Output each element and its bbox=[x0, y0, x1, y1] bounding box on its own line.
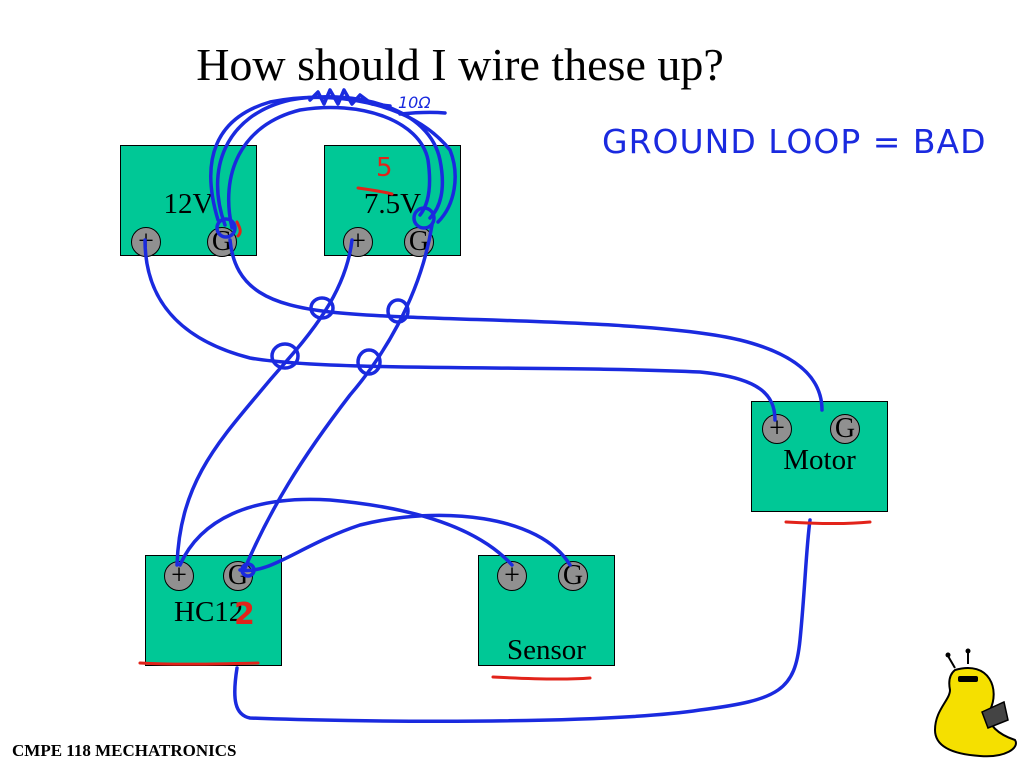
red-two-mark: 2 bbox=[234, 597, 255, 632]
wire-cross-loop-2 bbox=[356, 348, 382, 376]
motor-label: Motor bbox=[783, 444, 856, 476]
motor-ground-terminal: G bbox=[830, 414, 860, 444]
wire-cross-loop-3 bbox=[309, 296, 335, 320]
wire-12v-plus-to-motor-plus bbox=[143, 238, 777, 422]
sensor-label: Sensor bbox=[507, 634, 586, 666]
wire-12v-ground-to-motor-ground bbox=[228, 238, 824, 412]
ground-loop-note: GROUND LOOP = BAD bbox=[602, 122, 987, 161]
wire-loop-12v-g bbox=[215, 217, 237, 239]
red-mark-12v bbox=[235, 220, 242, 238]
wire-loop-hc12-g bbox=[240, 562, 256, 578]
red-five-mark: 5 bbox=[376, 153, 393, 183]
sensor-ground-terminal: G bbox=[558, 561, 588, 591]
wire-top-loop-3 bbox=[209, 95, 457, 224]
wire-hc12-to-motor-bottom bbox=[233, 518, 812, 723]
slide-footer: CMPE 118 MECHATRONICS bbox=[12, 741, 237, 760]
red-underline-motor bbox=[784, 520, 872, 525]
wire-7-5v-ground-to-hc12-ground bbox=[243, 223, 434, 570]
hc12-box: + G HC12 bbox=[145, 555, 282, 666]
slide-title: How should I wire these up? bbox=[196, 39, 724, 90]
hc12-label: HC12 bbox=[174, 596, 244, 628]
red-mark-7-5v bbox=[356, 186, 394, 196]
sensor-box: + G Sensor bbox=[478, 555, 615, 666]
wire-hc12-plus-to-sensor-plus bbox=[178, 497, 514, 567]
battery-12v-label: 12V bbox=[163, 188, 214, 220]
battery-12v-ground-terminal: G bbox=[207, 227, 237, 257]
wire-7-5v-plus-to-hc12-plus bbox=[175, 238, 354, 567]
battery-7-5v-plus-terminal: + bbox=[343, 227, 373, 257]
motor-plus-terminal: + bbox=[762, 414, 792, 444]
red-underline-sensor bbox=[491, 675, 592, 681]
red-underline-hc12 bbox=[138, 661, 260, 666]
wire-cross-loop-1 bbox=[270, 342, 300, 370]
resistor-squiggle bbox=[308, 88, 392, 108]
wire-cross-loop-4 bbox=[386, 298, 410, 324]
resistor-underline bbox=[398, 110, 447, 116]
motor-box: + G Motor bbox=[751, 401, 888, 512]
wire-hc12-ground-to-sensor-ground bbox=[238, 513, 572, 573]
resistor-note: 10Ω bbox=[398, 93, 431, 112]
wire-12v-ground-to-7-5v-ground-2 bbox=[227, 105, 432, 230]
wire-loop-7-5v-g bbox=[412, 206, 436, 230]
banana-slug-icon bbox=[933, 648, 1017, 758]
